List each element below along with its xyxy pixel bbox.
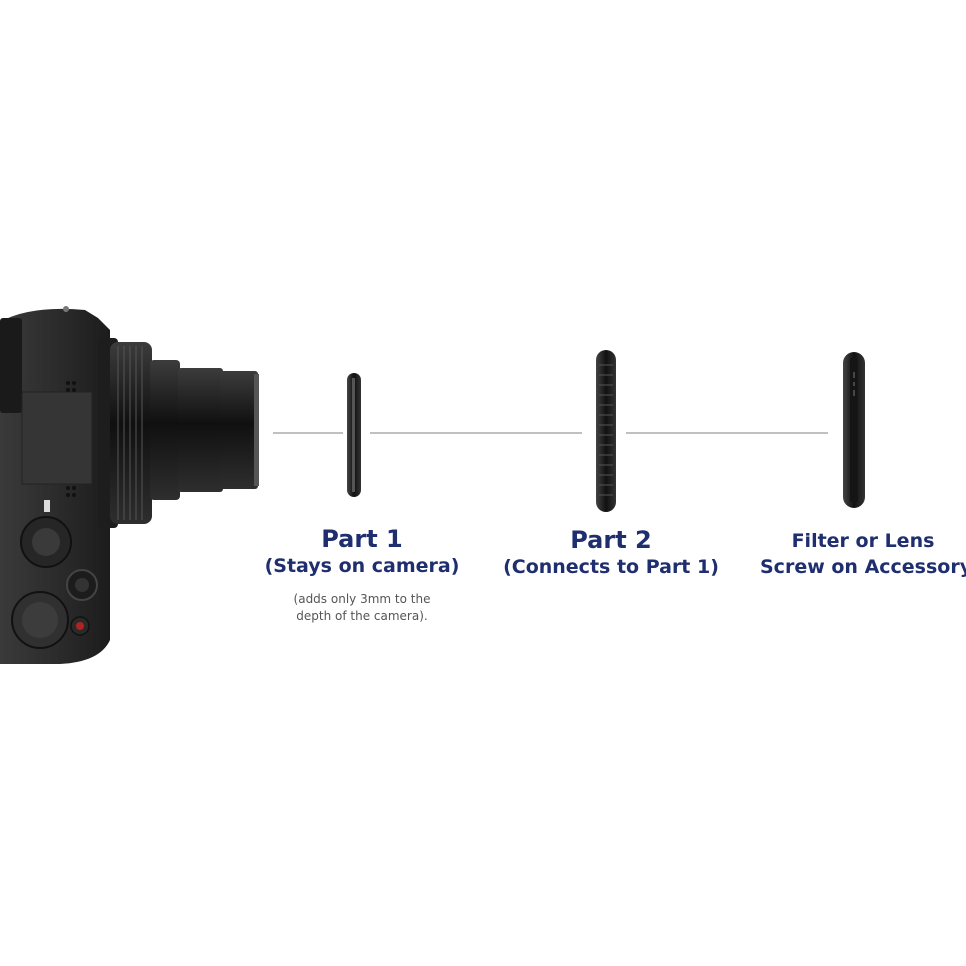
filter-title: Filter or Lens <box>791 530 935 552</box>
filter-label: Filter or Lens Screw on Accessory <box>760 528 966 580</box>
part-2-label: Part 2 (Connects to Part 1) <box>498 526 724 580</box>
part-1-label: Part 1 (Stays on camera) <box>262 525 462 579</box>
part-2-subtitle: (Connects to Part 1) <box>503 556 719 578</box>
part-1-subtitle: (Stays on camera) <box>264 555 460 577</box>
camera-icon <box>0 306 259 664</box>
part-1-title: Part 1 <box>321 525 403 553</box>
filter-subtitle: Screw on Accessory <box>760 556 966 578</box>
part-1-note-line-1: (adds only 3mm to the <box>293 592 431 606</box>
threaded-ring-icon <box>596 350 616 512</box>
part-1-note: (adds only 3mm to the depth of the camer… <box>262 591 462 625</box>
adapter-ring-icon <box>347 373 361 497</box>
part-2-title: Part 2 <box>570 526 652 554</box>
filter-icon <box>843 352 865 508</box>
part-1-note-line-2: depth of the camera). <box>296 609 428 623</box>
